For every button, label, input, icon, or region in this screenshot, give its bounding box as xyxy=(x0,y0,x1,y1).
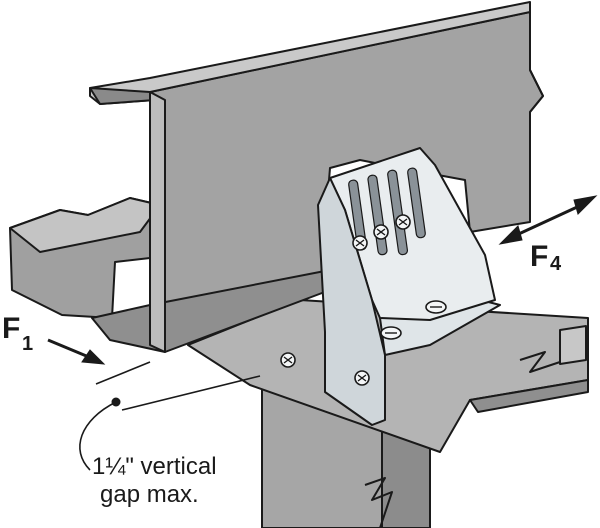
gap-note-line2: gap max. xyxy=(100,481,199,508)
f4-arrow xyxy=(498,195,598,245)
c-channel-front-edge xyxy=(149,91,166,353)
gap-marker-dot xyxy=(111,397,121,407)
rear-block-top xyxy=(9,197,161,253)
f1-label-subscript: 1 xyxy=(22,333,33,355)
channel-break xyxy=(529,69,544,113)
track-break xyxy=(519,351,561,373)
lower-track-lip xyxy=(559,325,587,365)
gap-leader xyxy=(79,401,117,471)
post-break xyxy=(364,477,393,528)
f1-arrow xyxy=(47,338,106,365)
gap-note-line1: 1¼" vertical xyxy=(92,453,217,480)
gap-line-lower xyxy=(121,375,261,411)
bracket-front-flange xyxy=(317,177,386,426)
slot xyxy=(407,167,426,239)
gap-line-upper xyxy=(95,361,151,385)
f4-label-letter: F xyxy=(530,240,548,273)
slot xyxy=(387,169,409,256)
f1-label-letter: F xyxy=(2,312,20,345)
lower-track-flange xyxy=(469,379,589,413)
f4-label-subscript: 4 xyxy=(550,253,562,275)
